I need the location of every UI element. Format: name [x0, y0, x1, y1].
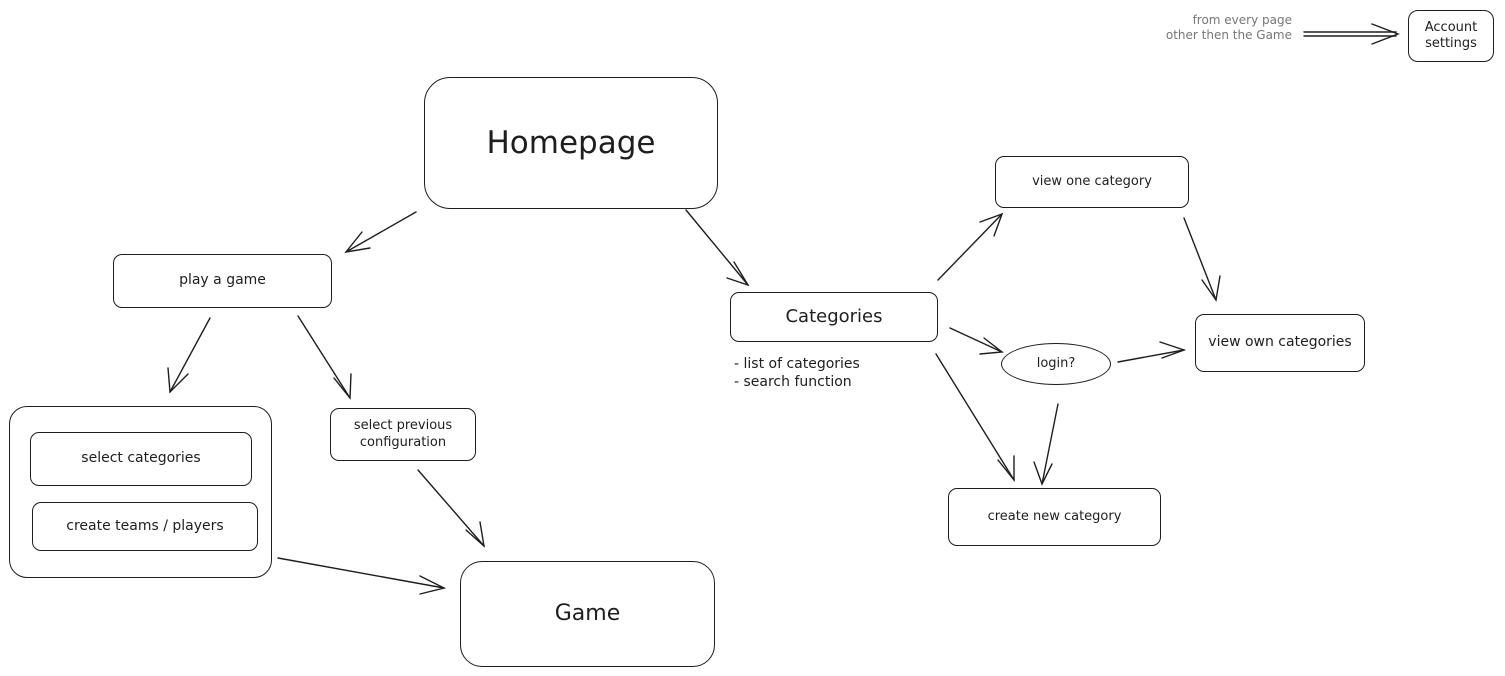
node-select-categories-label: select categories	[81, 450, 201, 467]
node-categories-label: Categories	[785, 305, 883, 327]
node-view-one-category[interactable]: view one category	[995, 156, 1189, 208]
account-hint-note: from every page other then the Game	[1136, 13, 1292, 43]
arrow-previous-to-game	[417, 469, 486, 548]
account-hint-line2: other then the Game	[1165, 28, 1292, 42]
arrow-viewone-to-viewown	[1183, 217, 1221, 302]
node-create-new-category-label: create new category	[987, 508, 1122, 524]
node-homepage-label: Homepage	[486, 124, 656, 161]
arrow-categories-to-login	[949, 327, 1004, 355]
categories-features-note: - list of categories - search function	[734, 356, 860, 391]
arrow-homepage-to-categories	[685, 209, 750, 287]
node-create-teams-label: create teams / players	[66, 517, 224, 534]
node-view-one-category-label: view one category	[1032, 173, 1152, 189]
arrow-play-to-setup	[167, 317, 211, 394]
node-homepage[interactable]: Homepage	[424, 77, 718, 209]
arrow-play-to-previous	[297, 315, 352, 400]
node-select-previous[interactable]: select previous configuration	[330, 408, 476, 461]
node-account-settings-label: Account settings	[1424, 19, 1478, 51]
node-create-new-category[interactable]: create new category	[948, 488, 1161, 546]
node-select-previous-label: select previous configuration	[353, 418, 453, 450]
node-view-own-categories[interactable]: view own categories	[1195, 314, 1365, 372]
node-account-settings[interactable]: Account settings	[1408, 10, 1494, 62]
node-game-label: Game	[554, 601, 621, 627]
node-play-game[interactable]: play a game	[113, 254, 332, 308]
arrow-categories-to-create	[935, 353, 1015, 482]
arrow-homepage-to-play	[344, 211, 417, 253]
arrow-hint-to-account	[1303, 23, 1400, 45]
node-play-game-label: play a game	[179, 272, 266, 289]
node-login[interactable]: login?	[1001, 343, 1111, 385]
node-create-teams[interactable]: create teams / players	[32, 502, 258, 551]
categories-feature-search: - search function	[734, 373, 852, 390]
node-select-categories[interactable]: select categories	[30, 432, 252, 486]
node-view-own-categories-label: view own categories	[1208, 334, 1352, 351]
account-hint-line1: from every page	[1192, 13, 1292, 27]
arrow-login-to-viewown	[1117, 341, 1187, 363]
arrow-login-to-create	[1033, 403, 1059, 486]
node-login-label: login?	[1036, 355, 1076, 371]
arrow-categories-to-viewone	[937, 212, 1004, 281]
arrow-setup-to-game	[277, 557, 447, 595]
node-categories[interactable]: Categories	[730, 292, 938, 342]
categories-feature-list: - list of categories	[734, 356, 860, 372]
node-game[interactable]: Game	[460, 561, 715, 667]
